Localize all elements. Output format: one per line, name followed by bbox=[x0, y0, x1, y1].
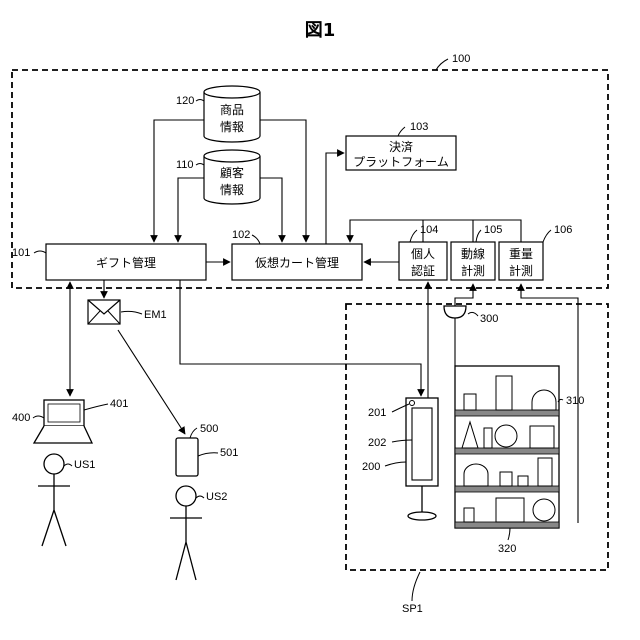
system-ref: 100 bbox=[452, 53, 470, 65]
gift-management-box: ギフト管理 bbox=[46, 244, 206, 280]
personal-authentication-label-1: 個人 bbox=[411, 247, 435, 261]
weight-measurement-label-2: 計測 bbox=[509, 263, 533, 278]
shelf-ref: 310 bbox=[566, 395, 584, 407]
figure-title: 図1 bbox=[305, 20, 336, 41]
product-shelf bbox=[455, 366, 559, 528]
personal-authentication-box: 個人 認証 bbox=[399, 242, 447, 280]
virtual-cart-management-box: 仮想カート管理 bbox=[232, 244, 362, 280]
product-info-ref: 120 bbox=[176, 95, 194, 107]
camera-ref: 300 bbox=[480, 313, 498, 325]
user1-ref: US1 bbox=[74, 459, 95, 471]
customer-info-database: 顧客 情報 bbox=[204, 150, 260, 204]
smartphone-icon bbox=[176, 438, 198, 476]
payment-platform-ref: 103 bbox=[410, 121, 428, 133]
product-info-label-1: 商品 bbox=[220, 102, 244, 117]
gift-management-ref: 101 bbox=[12, 247, 30, 259]
payment-platform-box: 決済 プラットフォーム bbox=[346, 136, 456, 170]
product-info-database: 商品 情報 bbox=[204, 86, 260, 142]
envelope-icon bbox=[88, 300, 120, 324]
flow-line-measurement-label-2: 計測 bbox=[461, 263, 485, 278]
payment-platform-label-2: プラットフォーム bbox=[353, 155, 449, 169]
laptop-screen-ref: 401 bbox=[110, 398, 128, 410]
terminal-device bbox=[406, 398, 438, 520]
stick-figure-icon bbox=[38, 454, 70, 546]
payment-platform-label-1: 決済 bbox=[389, 139, 413, 154]
laptop-ref: 400 bbox=[12, 412, 30, 424]
flow-line-measurement-ref: 105 bbox=[484, 224, 502, 236]
weight-measurement-label-1: 重量 bbox=[509, 247, 533, 261]
customer-info-label-2: 情報 bbox=[220, 183, 244, 197]
customer-info-ref: 110 bbox=[176, 159, 194, 171]
email-ref: EM1 bbox=[144, 309, 167, 321]
store-space-ref: SP1 bbox=[402, 603, 423, 615]
terminal-screen-ref: 202 bbox=[368, 437, 386, 449]
virtual-cart-management-label: 仮想カート管理 bbox=[255, 255, 339, 270]
flow-line-measurement-label-1: 動線 bbox=[461, 246, 485, 261]
shelf-base-ref: 320 bbox=[498, 543, 516, 555]
weight-measurement-ref: 106 bbox=[554, 224, 572, 236]
product-info-label-2: 情報 bbox=[220, 120, 244, 134]
terminal-ref: 200 bbox=[362, 461, 380, 473]
camera-icon bbox=[444, 306, 466, 366]
laptop-icon bbox=[34, 400, 92, 443]
flow-line-measurement-box: 動線 計測 bbox=[451, 242, 495, 280]
gift-management-label: ギフト管理 bbox=[96, 255, 156, 270]
user2-ref: US2 bbox=[206, 491, 227, 503]
weight-measurement-box: 重量 計測 bbox=[499, 242, 543, 280]
phone-ref: 500 bbox=[200, 423, 218, 435]
personal-authentication-label-2: 認証 bbox=[411, 263, 435, 278]
virtual-cart-management-ref: 102 bbox=[232, 229, 250, 241]
stick-figure-icon bbox=[170, 486, 202, 580]
phone-screen-ref: 501 bbox=[220, 447, 238, 459]
terminal-sensor-ref: 201 bbox=[368, 407, 386, 419]
customer-info-label-1: 顧客 bbox=[220, 165, 244, 180]
